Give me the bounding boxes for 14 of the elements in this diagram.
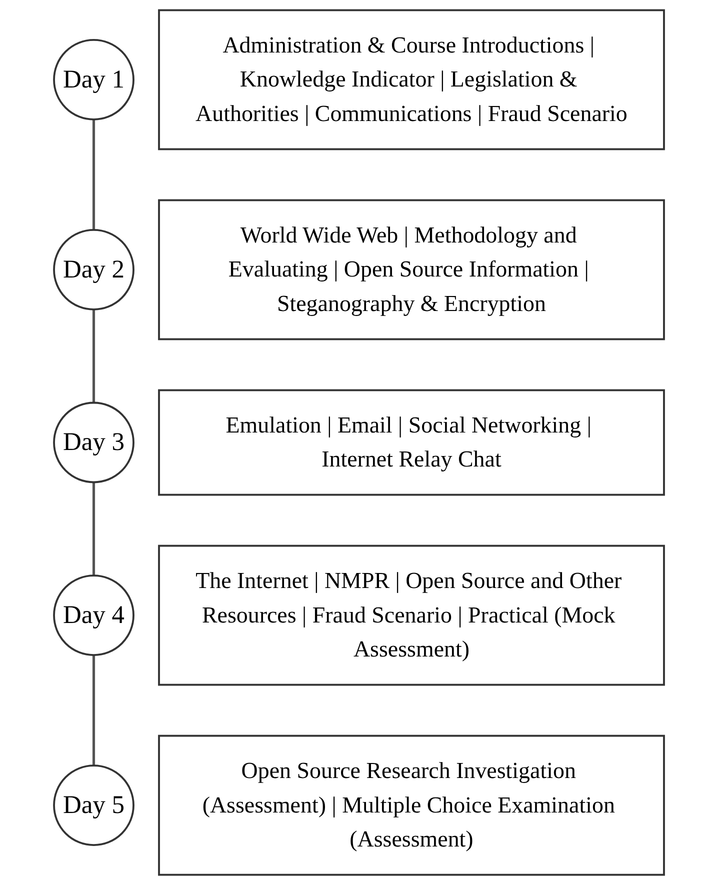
connector (92, 309, 96, 403)
node-circle: Day 1 (53, 39, 134, 120)
node-circle: Day 2 (53, 229, 134, 310)
connector (92, 482, 96, 576)
node-circle: Day 3 (53, 402, 134, 484)
node-circle: Day 5 (53, 764, 134, 846)
node-box: Open Source Research Investigation (Assessment) | Multiple Choice Examination (Assessment) (158, 734, 665, 876)
connector (92, 119, 96, 230)
node-box: Emulation | Email | Social Networking | Internet Relay Chat (158, 389, 665, 496)
node-box: World Wide Web | Methodology and Evaluating | Open Source Information | Steganography & Encryption (158, 199, 665, 340)
node-circle: Day 4 (53, 574, 134, 656)
connector (92, 655, 96, 766)
node-box: Administration & Course Introductions | Knowledge Indicator | Legislation & Authorities | Communications | Fraud Scenario (158, 9, 665, 150)
node-box: The Internet | NMPR | Open Source and Other Resources | Fraud Scenario | Practical (Mock Assessment) (158, 544, 665, 686)
